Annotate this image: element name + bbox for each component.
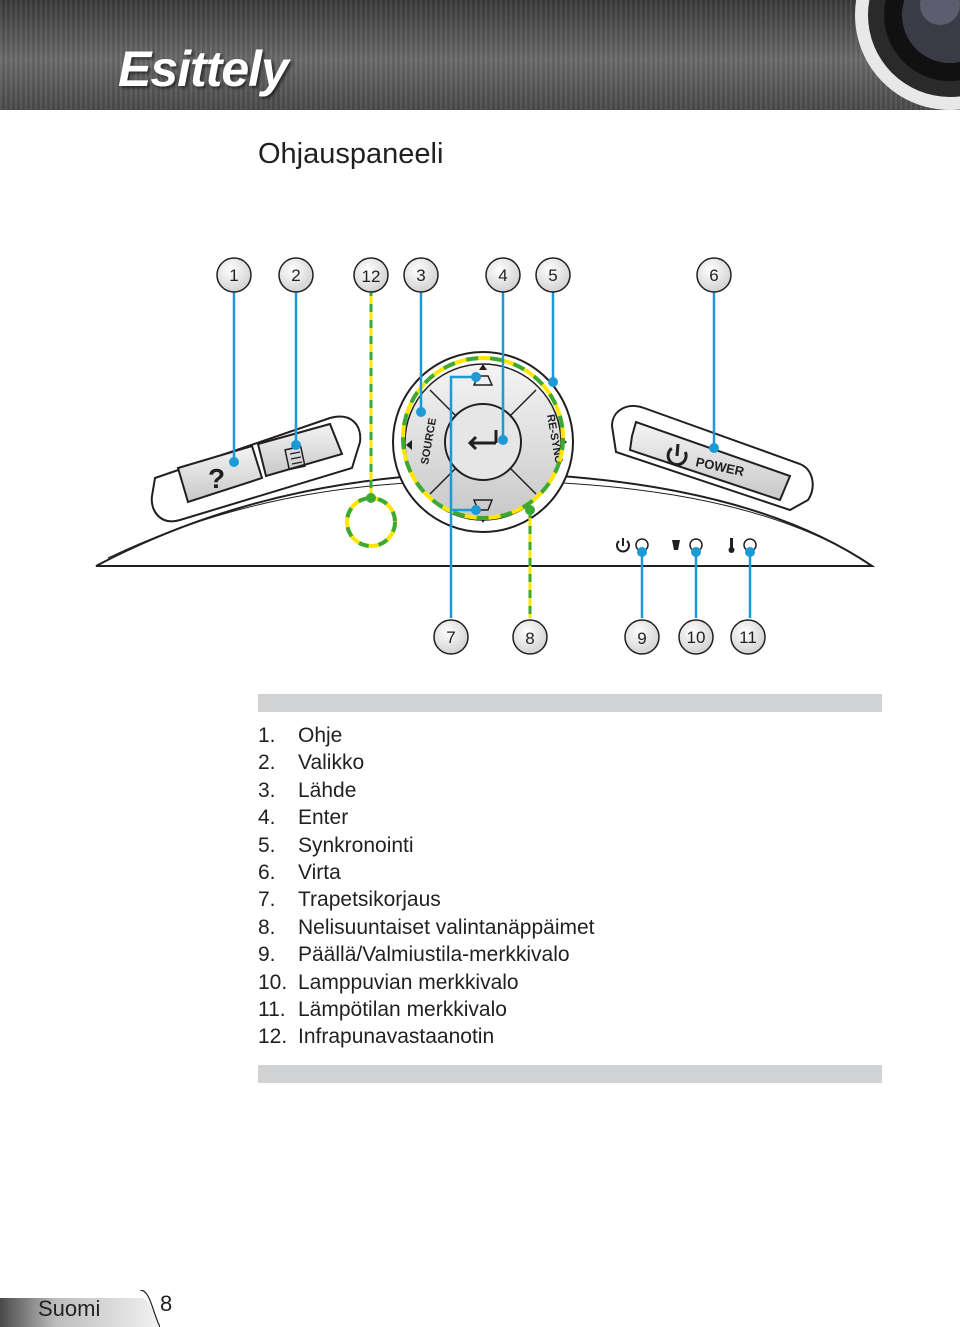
left-arrow-icon bbox=[406, 440, 412, 450]
svg-text:2: 2 bbox=[291, 266, 300, 285]
callout-11: 11 bbox=[730, 619, 766, 655]
list-item: 1. Ohje bbox=[258, 722, 595, 749]
page-header: Esittely bbox=[0, 0, 960, 110]
item-text: Päällä/Valmiustila-merkkivalo bbox=[298, 943, 570, 967]
svg-text:3: 3 bbox=[416, 266, 425, 285]
list-item: 11. Lämpötilan merkkivalo bbox=[258, 996, 595, 1023]
power-button-housing bbox=[610, 405, 814, 512]
svg-text:10: 10 bbox=[687, 628, 706, 647]
list-item: 4. Enter bbox=[258, 804, 595, 831]
list-item: 10. Lamppuvian merkkivalo bbox=[258, 969, 595, 996]
svg-text:12: 12 bbox=[362, 267, 381, 286]
enter-button[interactable] bbox=[467, 430, 498, 451]
list-item: 5. Synkronointi bbox=[258, 832, 595, 859]
item-text: Lämpötilan merkkivalo bbox=[298, 997, 507, 1021]
item-text: Nelisuuntaiset valintanäppäimet bbox=[298, 915, 595, 939]
callout-3: 3 bbox=[403, 257, 439, 293]
lamp-icon bbox=[672, 540, 680, 550]
callout-1: 1 bbox=[216, 257, 252, 293]
item-text: Valikko bbox=[298, 751, 365, 775]
item-text: Lamppuvian merkkivalo bbox=[298, 970, 519, 994]
help-icon: ? bbox=[208, 463, 225, 494]
list-item: 12. Infrapunavastaanotin bbox=[258, 1023, 595, 1050]
item-number: 3. bbox=[258, 778, 276, 802]
item-number: 8. bbox=[258, 915, 276, 939]
help-button[interactable]: ? bbox=[208, 463, 225, 494]
item-text: Lähde bbox=[298, 778, 357, 802]
svg-text:7: 7 bbox=[446, 628, 455, 647]
legend-bottom-bar bbox=[258, 1065, 882, 1083]
item-text: Ohje bbox=[298, 724, 343, 747]
item-number: 2. bbox=[258, 751, 276, 775]
callout-dots bbox=[229, 372, 755, 557]
item-number: 12. bbox=[258, 1025, 288, 1049]
item-number: 11. bbox=[258, 997, 286, 1021]
enter-icon bbox=[467, 430, 498, 451]
callout-9: 9 bbox=[624, 619, 660, 655]
item-text: Synkronointi bbox=[298, 833, 414, 857]
item-number: 10. bbox=[258, 970, 288, 994]
legend-top-bar bbox=[258, 694, 882, 712]
callout-5: 5 bbox=[535, 257, 571, 293]
footer-language-tab bbox=[0, 1290, 160, 1327]
list-item: 3. Lähde bbox=[258, 777, 595, 804]
list-item: 9. Päällä/Valmiustila-merkkivalo bbox=[258, 941, 595, 968]
power-led-indicator bbox=[616, 538, 649, 553]
list-item: 2. Valikko bbox=[258, 749, 595, 776]
item-number: 5. bbox=[258, 833, 276, 857]
item-number: 6. bbox=[258, 860, 276, 884]
ir-receiver-highlight-inner bbox=[345, 496, 397, 548]
legend-list: 1. Ohje 2. Valikko 3. Lähde 4. Enter 5. Synkr… bbox=[258, 722, 595, 1051]
callout-7: 7 bbox=[433, 619, 469, 655]
item-number: 4. bbox=[258, 806, 276, 830]
callout-10: 10 bbox=[678, 619, 714, 655]
section-title: Ohjauspaneeli bbox=[258, 138, 444, 170]
svg-text:8: 8 bbox=[525, 629, 534, 648]
item-number: 7. bbox=[258, 888, 276, 912]
power-icon bbox=[666, 443, 688, 467]
item-number: 9. bbox=[258, 943, 276, 967]
svg-text:6: 6 bbox=[709, 266, 718, 285]
callout-2: 2 bbox=[278, 257, 314, 293]
footer-language: Suomi bbox=[38, 1296, 101, 1321]
svg-text:9: 9 bbox=[637, 629, 646, 648]
item-text: Enter bbox=[298, 806, 349, 830]
power-standby-icon bbox=[616, 540, 630, 553]
thermometer-icon bbox=[730, 538, 733, 548]
projector-lens-icon bbox=[855, 0, 960, 110]
list-item: 7. Trapetsikorjaus bbox=[258, 886, 595, 913]
list-item: 6. Virta bbox=[258, 859, 595, 886]
callout-8: 8 bbox=[512, 619, 548, 655]
left-button-housing bbox=[150, 415, 362, 523]
page-title: Esittely bbox=[118, 41, 289, 97]
callout-12: 12 bbox=[353, 257, 389, 293]
callout-4: 4 bbox=[485, 257, 521, 293]
header-texture bbox=[0, 0, 960, 110]
page-number: 8 bbox=[160, 1291, 173, 1316]
item-text: Infrapunavastaanotin bbox=[298, 1025, 495, 1049]
nav-keys-highlight-dash bbox=[401, 356, 565, 520]
svg-text:11: 11 bbox=[739, 628, 757, 647]
list-item: 8. Nelisuuntaiset valintanäppäimet bbox=[258, 914, 595, 941]
item-number: 1. bbox=[258, 724, 276, 747]
callout-6: 6 bbox=[696, 257, 732, 293]
control-panel-diagram: ? SOURCE RE-SYNC bbox=[95, 257, 876, 655]
svg-text:5: 5 bbox=[548, 266, 557, 285]
item-text: Virta bbox=[298, 860, 341, 884]
svg-text:1: 1 bbox=[229, 266, 238, 285]
svg-text:4: 4 bbox=[498, 266, 507, 285]
item-text: Trapetsikorjaus bbox=[298, 888, 441, 912]
